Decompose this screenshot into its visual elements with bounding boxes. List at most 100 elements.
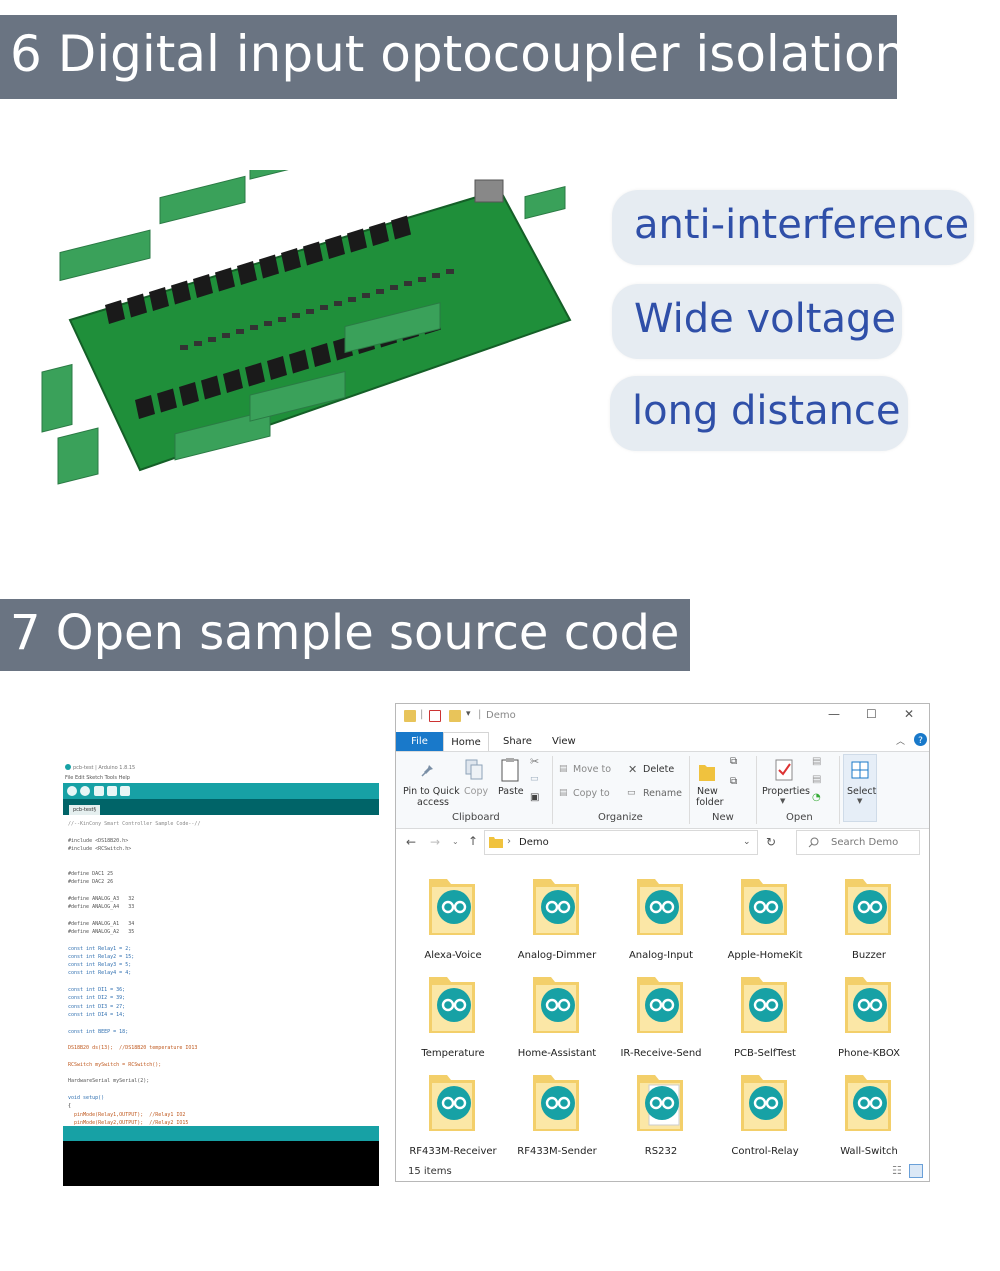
- tab-file[interactable]: File: [396, 732, 443, 751]
- large-icons-view-icon[interactable]: [909, 1164, 923, 1178]
- customize-quick-access-icon[interactable]: ▾: [466, 709, 471, 719]
- address-text[interactable]: Demo: [519, 837, 549, 848]
- back-arrow-icon[interactable]: ←: [406, 835, 417, 849]
- code-line: const int DI4 = 14;: [68, 1011, 126, 1018]
- ide-tab-pcb-test[interactable]: pcb-test§: [69, 805, 101, 815]
- copy-to-button[interactable]: Copy to: [573, 788, 610, 799]
- folder-item[interactable]: Alexa-Voice: [401, 873, 505, 969]
- save-sketch-button[interactable]: [120, 786, 130, 796]
- copy-button[interactable]: Copy: [464, 786, 489, 797]
- tab-home[interactable]: Home: [443, 732, 489, 751]
- pin-to-quick-button[interactable]: Pin to Quick: [403, 786, 460, 797]
- select-dropdown-icon[interactable]: ▼: [857, 797, 863, 805]
- relay-module: [149, 287, 169, 311]
- up-arrow-icon[interactable]: ↑: [468, 834, 479, 848]
- new-folder-button[interactable]: New: [697, 786, 718, 797]
- copy-to-icon[interactable]: ▤: [559, 788, 568, 798]
- pcb-board: [41, 170, 572, 485]
- select-group[interactable]: Select ▼: [843, 754, 877, 822]
- folder-item[interactable]: Analog-Input: [609, 873, 713, 969]
- folder-item[interactable]: PCB-SelfTest: [713, 971, 817, 1067]
- address-bar[interactable]: › Demo ⌄: [484, 830, 758, 855]
- forward-arrow-icon[interactable]: →: [430, 835, 441, 849]
- new-folder-quick-icon[interactable]: [449, 710, 461, 722]
- verify-button[interactable]: [67, 786, 77, 796]
- new-folder-icon[interactable]: [698, 760, 716, 782]
- properties-dropdown-icon[interactable]: ▼: [780, 797, 786, 805]
- minimize-icon[interactable]: —: [828, 707, 840, 721]
- folder-item[interactable]: Control-Relay: [713, 1069, 817, 1165]
- history-icon[interactable]: ◔: [812, 792, 821, 803]
- maximize-icon[interactable]: ☐: [866, 707, 877, 721]
- copy-icon[interactable]: [464, 758, 484, 782]
- copy-path-icon[interactable]: ▭: [530, 774, 539, 784]
- tab-share[interactable]: Share: [503, 736, 532, 747]
- close-icon[interactable]: ✕: [904, 707, 915, 721]
- help-icon[interactable]: ?: [914, 733, 927, 746]
- code-line: const int Relay2 = 15;: [68, 953, 135, 960]
- folder-item[interactable]: RF433M-Sender: [505, 1069, 609, 1165]
- relay-module: [281, 248, 301, 272]
- folder-item[interactable]: Wall-Switch: [817, 1069, 921, 1165]
- folder-item[interactable]: IR-Receive-Send: [609, 971, 713, 1067]
- easy-access-icon[interactable]: ⧉: [730, 776, 738, 787]
- section-6-banner: 6 Digital input optocoupler isolation: [0, 15, 906, 99]
- ribbon-separator: [689, 756, 690, 824]
- paste-shortcut-icon[interactable]: ▣: [530, 792, 540, 803]
- paste-button[interactable]: Paste: [498, 786, 524, 797]
- folder-icon: [489, 837, 503, 848]
- select-button[interactable]: Select: [847, 786, 877, 797]
- terminal-block: [344, 302, 441, 354]
- move-to-icon[interactable]: ▤: [559, 764, 568, 774]
- pin-icon[interactable]: [420, 760, 438, 778]
- arduino-logo-icon: [645, 988, 679, 1022]
- folder-item[interactable]: Home-Assistant: [505, 971, 609, 1067]
- rename-button[interactable]: Rename: [643, 788, 682, 799]
- address-dropdown-icon[interactable]: ⌄: [743, 837, 751, 847]
- scissors-icon[interactable]: ✂: [530, 755, 540, 768]
- ide-menu-bar[interactable]: File Edit Sketch Tools Help: [63, 773, 379, 783]
- ic-chip: [320, 305, 328, 310]
- new-item-icon[interactable]: ⧉: [730, 756, 738, 767]
- folder-item[interactable]: Buzzer: [817, 873, 921, 969]
- properties-quick-icon[interactable]: [429, 710, 441, 722]
- folder-icon: [429, 879, 475, 935]
- ribbon-separator: [552, 756, 553, 824]
- rename-icon[interactable]: ▭: [627, 788, 636, 798]
- details-view-icon[interactable]: ☷: [892, 1164, 902, 1177]
- folder-item[interactable]: RS232: [609, 1069, 713, 1165]
- ribbon-separator: [839, 756, 840, 824]
- new-sketch-button[interactable]: [94, 786, 104, 796]
- ic-chip: [278, 317, 286, 322]
- delete-button[interactable]: Delete: [643, 764, 675, 775]
- ide-console: [63, 1141, 379, 1186]
- relay-module: [179, 382, 199, 406]
- folder-name: IR-Receive-Send: [620, 1048, 702, 1059]
- folder-item[interactable]: Apple-HomeKit: [713, 873, 817, 969]
- collapse-ribbon-icon[interactable]: ︿: [896, 737, 906, 747]
- ic-chip: [236, 329, 244, 334]
- select-all-icon[interactable]: [851, 761, 869, 779]
- ide-menu-items[interactable]: File Edit Sketch Tools Help: [65, 775, 130, 781]
- folder-item[interactable]: Analog-Dimmer: [505, 873, 609, 969]
- folder-item[interactable]: Temperature: [401, 971, 505, 1067]
- open-sketch-button[interactable]: [107, 786, 117, 796]
- code-editor[interactable]: //--KinCony Smart Controller Sample Code…: [63, 815, 379, 1126]
- folder-item[interactable]: RF433M-Receiver: [401, 1069, 505, 1165]
- delete-icon[interactable]: ✕: [628, 763, 638, 776]
- properties-button[interactable]: Properties: [762, 786, 811, 797]
- upload-button[interactable]: [80, 786, 90, 796]
- folder-item[interactable]: Phone-KBOX: [817, 971, 921, 1067]
- refresh-icon[interactable]: ↻: [766, 835, 777, 849]
- properties-icon[interactable]: [774, 758, 794, 782]
- edit-icon[interactable]: ▤: [812, 774, 822, 785]
- recent-locations-icon[interactable]: ⌄: [452, 837, 459, 846]
- move-to-button[interactable]: Move to: [573, 764, 612, 775]
- relay-module: [289, 349, 309, 374]
- open-icon[interactable]: ▤: [812, 756, 822, 767]
- search-box[interactable]: Search Demo: [796, 830, 920, 855]
- ic-chip: [292, 313, 300, 318]
- arduino-logo-icon: [437, 890, 471, 924]
- paste-icon[interactable]: [500, 757, 520, 783]
- tab-view[interactable]: View: [552, 736, 576, 747]
